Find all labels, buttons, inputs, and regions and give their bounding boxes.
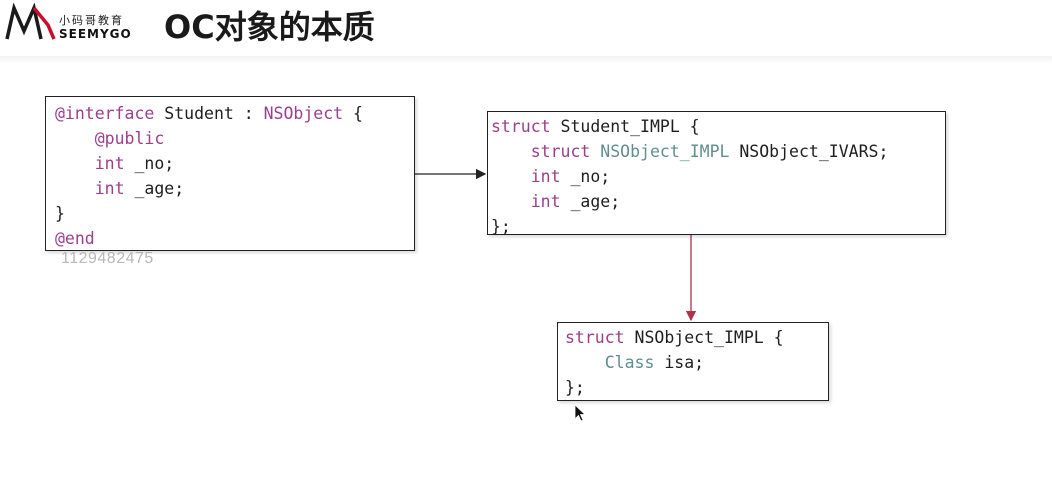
header: 小码哥教育 SEEMYGO OC对象的本质	[0, 0, 1052, 52]
code-keyword: struct	[491, 117, 551, 136]
code-keyword: int	[530, 192, 561, 211]
code-text: _age;	[560, 192, 621, 211]
code-line: @end	[55, 226, 414, 251]
code-line: };	[491, 214, 945, 239]
logo-m-icon	[5, 3, 56, 40]
code-line: int _no;	[491, 164, 945, 189]
watermark-number: 1129482475	[61, 250, 154, 267]
code-text	[491, 142, 531, 161]
code-keyword: @end	[55, 229, 95, 248]
code-text: };	[565, 378, 585, 397]
code-text: _no;	[124, 154, 175, 173]
code-text	[491, 192, 531, 211]
code-type: NSObject_IMPL	[600, 142, 730, 161]
code-keyword: int	[94, 179, 125, 198]
code-keyword: NSObject	[263, 104, 344, 123]
student-impl-code-box: struct Student_IMPL { struct NSObject_IM…	[487, 111, 946, 236]
cursor-icon	[574, 404, 587, 422]
code-text: NSObject_IVARS;	[729, 142, 889, 161]
interface-code-box: @interface Student : NSObject { @public …	[45, 96, 415, 251]
code-text: _no;	[560, 167, 611, 186]
logo-text-en: SEEMYGO	[59, 27, 132, 41]
code-text: Student_IMPL {	[550, 117, 700, 136]
code-text	[55, 154, 95, 173]
code-keyword: struct	[565, 328, 625, 347]
code-line: @public	[55, 126, 414, 151]
code-text	[565, 353, 605, 372]
nsobject-impl-code-box: struct NSObject_IMPL { Class isa;};	[557, 322, 829, 401]
code-text	[491, 167, 531, 186]
code-line: int _age;	[55, 176, 414, 201]
page-title: OC对象的本质	[164, 8, 375, 46]
code-text: Student :	[154, 104, 264, 123]
code-text	[55, 129, 95, 148]
code-text: NSObject_IMPL {	[624, 328, 784, 347]
code-keyword: int	[94, 154, 125, 173]
code-keyword: @public	[94, 129, 165, 148]
code-line: struct NSObject_IMPL {	[565, 325, 828, 350]
code-line: int _age;	[491, 189, 945, 214]
code-text: }	[55, 204, 65, 223]
code-type: Class	[604, 353, 655, 372]
code-text: };	[491, 217, 511, 236]
code-line: };	[565, 375, 828, 400]
code-text: {	[343, 104, 363, 123]
code-line: @interface Student : NSObject {	[55, 101, 414, 126]
logo: 小码哥教育 SEEMYGO	[4, 3, 164, 43]
code-line: struct Student_IMPL {	[491, 114, 945, 139]
code-text: isa;	[654, 353, 705, 372]
code-keyword: @interface	[55, 104, 155, 123]
code-text	[55, 179, 95, 198]
code-line: Class isa;	[565, 350, 828, 375]
code-keyword: int	[530, 167, 561, 186]
code-line: }	[55, 201, 414, 226]
code-text: _age;	[124, 179, 185, 198]
header-divider	[0, 56, 1052, 64]
logo-text-cn: 小码哥教育	[59, 14, 124, 27]
code-text	[590, 142, 600, 161]
code-line: int _no;	[55, 151, 414, 176]
code-keyword: struct	[530, 142, 591, 161]
code-line: struct NSObject_IMPL NSObject_IVARS;	[491, 139, 945, 164]
